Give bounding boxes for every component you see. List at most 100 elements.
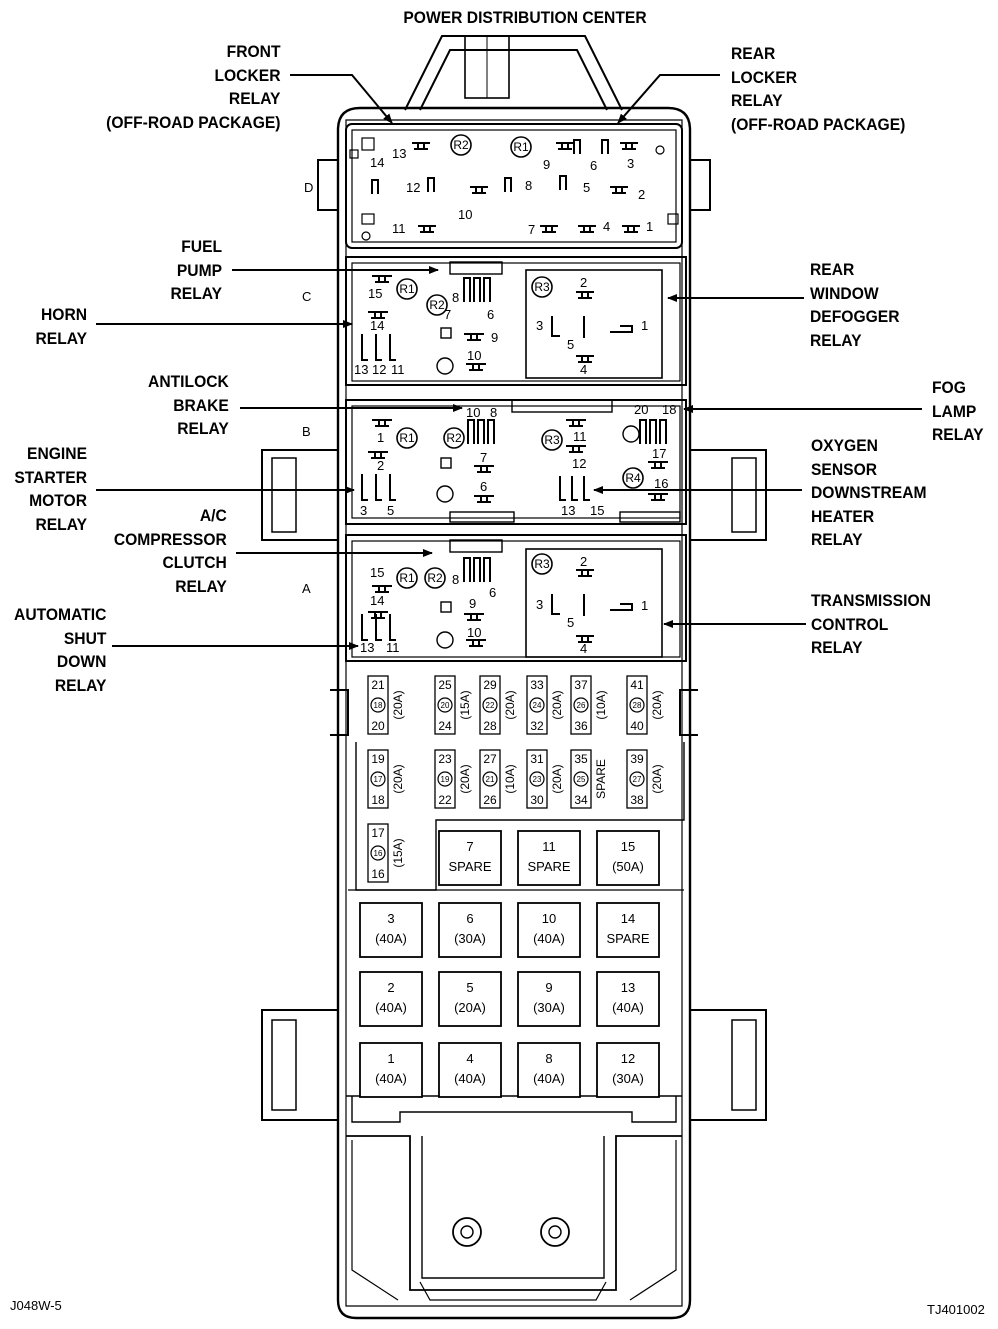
section-c-pins-label-5: 9 [491,330,498,345]
maxi-fuse-number: 7 [466,839,473,854]
section-c-pins-label-3: 7 [444,307,451,322]
maxi-fuse-15[interactable]: 15(50A) [596,830,660,886]
a-r3-terminal-2 [576,569,594,577]
maxi-fuse-body [438,830,502,886]
b-pins-1315-1 [571,476,578,501]
mini-fuse-number: 17 [374,775,383,784]
maxi-fuse-number: 8 [545,1051,552,1066]
maxi-fuse-13[interactable]: 13(40A) [596,971,660,1027]
mini-fuse-id: 21 [371,678,385,692]
section-a-pins-label-3: 6 [489,585,496,600]
maxi-fuse-10[interactable]: 10(40A) [517,902,581,958]
mini-fuse-rating: (15A) [458,690,472,719]
maxi-fuse-6[interactable]: 6(30A) [438,902,502,958]
maxi-fuse-rating: (20A) [454,1000,486,1015]
maxi-fuse-9[interactable]: 9(30A) [517,971,581,1027]
b-ring-pin [436,485,454,503]
b-ring-pin-right [622,425,640,443]
b-terminal-6 [474,495,494,503]
section-b-pins-label-13: 18 [662,402,676,417]
section-b-pins-label-5: 8 [490,405,497,420]
maxi-fuse-12[interactable]: 12(30A) [596,1042,660,1098]
c-pins-876-2 [483,277,491,302]
section-d-pins-label-10: 4 [603,219,610,234]
mini-fuse-circle [437,697,453,713]
maxi-fuse-rating: (40A) [375,1071,407,1086]
mini-fuse-id: 35 [574,752,588,766]
maxi-fuse-8[interactable]: 8 (40A) [517,1042,581,1098]
section-c-pins-label-9: 11 [391,362,405,377]
relay-marker-r2-10: R2 [427,571,443,585]
d-hook-2-0 [504,177,512,192]
b-terminal-2 [368,451,388,459]
a-pins-86-2 [483,557,491,582]
mini-fuse-circle [573,771,589,787]
maxi-fuse-number: 2 [387,980,394,995]
b-terminal-1 [372,419,392,427]
row-letter-d: D [304,180,313,195]
section-c-pins-label-13: 1 [641,318,648,333]
maxi-fuse-2[interactable]: 2(40A) [359,971,423,1027]
a-pins-86-1 [473,557,481,582]
maxi-fuse-body [517,1042,581,1098]
d-terminal-7 [578,225,596,233]
mini-fuse-id: 39 [630,752,644,766]
a-pins-1311-0 [361,614,368,641]
d-terminal-6 [540,225,558,233]
mini-fuse-rating: SPARE [594,759,608,799]
b-terminal-16 [648,493,668,501]
maxi-fuse-4[interactable]: 4(40A) [438,1042,502,1098]
section-b-pins-label-8: 11 [573,429,587,444]
section-a-pins-label-7: 11 [386,640,400,655]
section-c-pins-label-1: 14 [370,318,384,333]
section-b-pins-label-7: 6 [480,479,487,494]
d-terminal-5 [418,225,436,233]
relay-section-b [345,399,687,525]
diagram-title: POWER DISTRIBUTION CENTER [403,8,647,27]
b-pins-2018-2 [659,419,667,444]
maxi-fuse-rating: SPARE [606,931,649,946]
maxi-fuse-rating: (40A) [533,1071,565,1086]
maxi-fuse-1[interactable]: 1 (40A) [359,1042,423,1098]
maxi-fuse-3[interactable]: 3(40A) [359,902,423,958]
a-ring-pin [436,631,454,649]
mini-fuse-circle [370,771,386,787]
mini-fuse-rating: (20A) [550,690,564,719]
section-c-pins-label-4: 6 [487,307,494,322]
section-c-pins-label-12: 5 [567,337,574,352]
section-d-pins-label-1: 13 [392,146,406,161]
relay-marker-r2-3: R2 [429,298,445,312]
maxi-fuse-body [517,902,581,958]
mini-fuse-rating: (10A) [503,764,517,793]
mini-fuse-number: 23 [533,775,542,784]
d-terminal-2 [556,142,574,150]
b-pins-108-2 [487,419,495,444]
section-b-pins-label-4: 10 [466,405,480,420]
section-a-pins-label-5: 10 [467,625,481,640]
mini-fuse-number: 27 [633,775,642,784]
maxi-fuse-5[interactable]: 5(20A) [438,971,502,1027]
relay-marker-r2-6: R2 [446,431,462,445]
maxi-fuse-number: 1 [387,1051,394,1066]
mini-fuse-rating: (20A) [650,690,664,719]
